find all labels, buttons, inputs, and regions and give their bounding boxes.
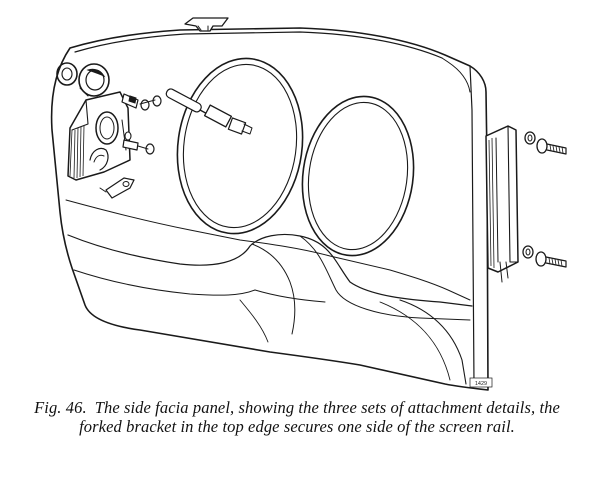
control-lever — [165, 88, 253, 135]
side-bracket-assembly — [485, 125, 567, 283]
figure-caption: Fig. 46.The side facia panel, showing th… — [14, 398, 580, 436]
switch-bracket-assembly — [56, 62, 162, 199]
figure-label: Fig. 46. — [34, 398, 87, 417]
facia-panel — [50, 17, 489, 391]
plate-number: 1429 — [469, 377, 493, 388]
caption-text: The side facia panel, showing the three … — [79, 398, 560, 436]
svg-text:1429: 1429 — [475, 381, 487, 387]
right-instrument-aperture — [301, 95, 415, 257]
left-instrument-aperture — [176, 57, 304, 235]
facia-panel-illustration: 1429 — [50, 17, 567, 391]
